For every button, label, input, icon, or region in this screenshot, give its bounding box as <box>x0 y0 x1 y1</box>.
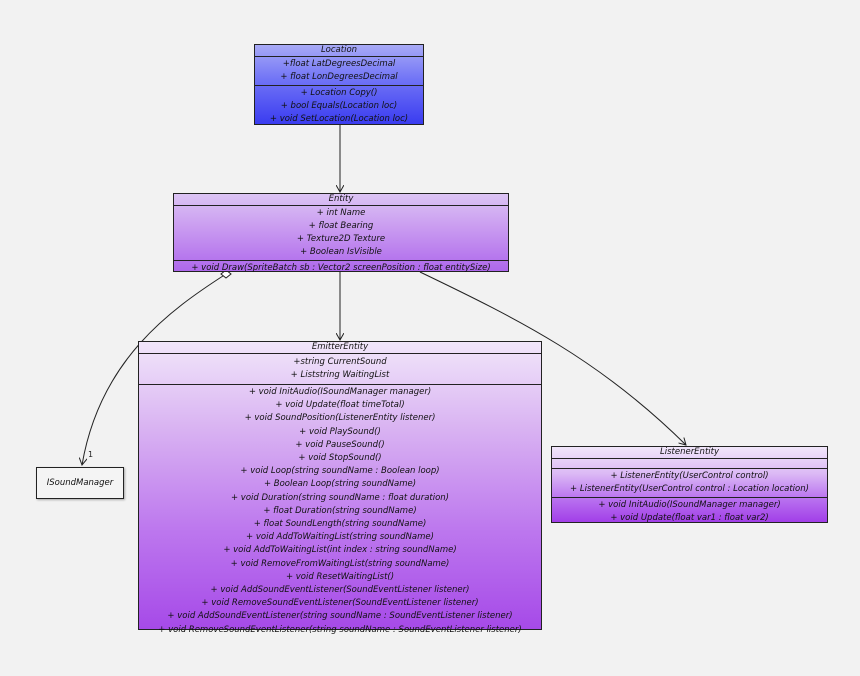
emitter-operation: + void RemoveFromWaitingList(string soun… <box>230 558 450 569</box>
entity-class[interactable]: Entity + int Name + float Bearing + Text… <box>173 193 509 273</box>
emitter-class-name: EmitterEntity <box>139 342 541 354</box>
emitter-operation: + void AddSoundEventListener(SoundEventL… <box>210 585 470 596</box>
listener-operation: + ListenerEntity(UserControl control) <box>610 471 769 481</box>
listener-operation: + void Update(float var1 : float var2) <box>610 513 769 523</box>
listener-class-name: ListenerEntity <box>552 447 827 459</box>
location-operation: + void SetLocation(Location loc) <box>269 114 409 124</box>
listener-attributes <box>552 459 827 469</box>
emitter-operation: + void Loop(string soundName : Boolean l… <box>240 466 440 477</box>
listener-operation: + ListenerEntity(UserControl control : L… <box>570 484 809 494</box>
emitter-operation: + void StopSound() <box>298 453 382 464</box>
emitter-operation: + void ResetWaitingList() <box>285 571 395 582</box>
emitter-operation: + void RemoveSoundEventListener(string s… <box>158 624 522 635</box>
emitter-operation: + void SoundPosition(ListenerEntity list… <box>244 413 436 424</box>
location-class[interactable]: Location +float LatDegreesDecimal + floa… <box>254 44 424 125</box>
entity-attribute: + int Name <box>316 208 366 218</box>
emitter-operation: + void Duration(string soundName : float… <box>230 492 449 503</box>
emitter-operation: + void RemoveSoundEventListener(SoundEve… <box>201 598 479 609</box>
emitter-operation: + void AddSoundEventListener(string soun… <box>167 611 513 622</box>
emitter-operation: + void AddToWaitingList(string soundName… <box>246 532 434 543</box>
location-attributes: +float LatDegreesDecimal + float LonDegr… <box>255 57 423 86</box>
listener-constructors: + ListenerEntity(UserControl control) + … <box>552 469 827 498</box>
multiplicity-label: 1 <box>88 450 94 459</box>
emitter-operation: + void Update(float timeTotal) <box>275 400 405 411</box>
emitter-attributes: +string CurrentSound + Liststring Waitin… <box>139 354 541 385</box>
location-operation: + bool Equals(Location loc) <box>280 101 398 111</box>
emitter-operation: + Boolean Loop(string soundName) <box>263 479 417 490</box>
emitter-attribute: +string CurrentSound <box>293 357 387 367</box>
location-class-name: Location <box>255 45 423 57</box>
entity-attributes: + int Name + float Bearing + Texture2D T… <box>174 206 508 261</box>
emitter-operation: + float SoundLength(string soundName) <box>253 519 427 530</box>
emitter-operation: + void AddToWaitingList(int index : stri… <box>223 545 457 556</box>
location-attribute: +float LatDegreesDecimal <box>282 59 396 69</box>
emitter-operation: + void PauseSound() <box>295 439 385 450</box>
listener-entity-class[interactable]: ListenerEntity + ListenerEntity(UserCont… <box>551 446 828 523</box>
entity-class-name: Entity <box>174 194 508 206</box>
emitter-operation: + void InitAudio(ISoundManager manager) <box>248 387 432 397</box>
emitter-operation: + float Duration(string soundName) <box>263 505 417 516</box>
isoundmanager-interface[interactable]: ISoundManager <box>36 467 124 499</box>
entity-operation: + void Draw(SpriteBatch sb : Vector2 scr… <box>191 263 491 273</box>
listener-operations: + void InitAudio(ISoundManager manager) … <box>552 498 827 526</box>
isoundmanager-name: ISoundManager <box>46 478 114 488</box>
location-operations: + Location Copy() + bool Equals(Location… <box>255 86 423 127</box>
emitter-entity-class[interactable]: EmitterEntity +string CurrentSound + Lis… <box>138 341 542 635</box>
listener-operation: + void InitAudio(ISoundManager manager) <box>598 500 781 510</box>
entity-attribute: + float Bearing <box>308 221 374 231</box>
entity-attribute: + Texture2D Texture <box>296 234 386 244</box>
emitter-operations: + void InitAudio(ISoundManager manager) … <box>139 385 541 638</box>
location-operation: + Location Copy() <box>300 88 378 98</box>
emitter-attribute: + Liststring WaitingList <box>290 370 390 380</box>
entity-operations: + void Draw(SpriteBatch sb : Vector2 scr… <box>174 261 508 276</box>
location-attribute: + float LonDegreesDecimal <box>280 72 398 82</box>
emitter-operation: + void PlaySound() <box>299 426 381 437</box>
entity-attribute: + Boolean IsVisible <box>300 247 382 257</box>
